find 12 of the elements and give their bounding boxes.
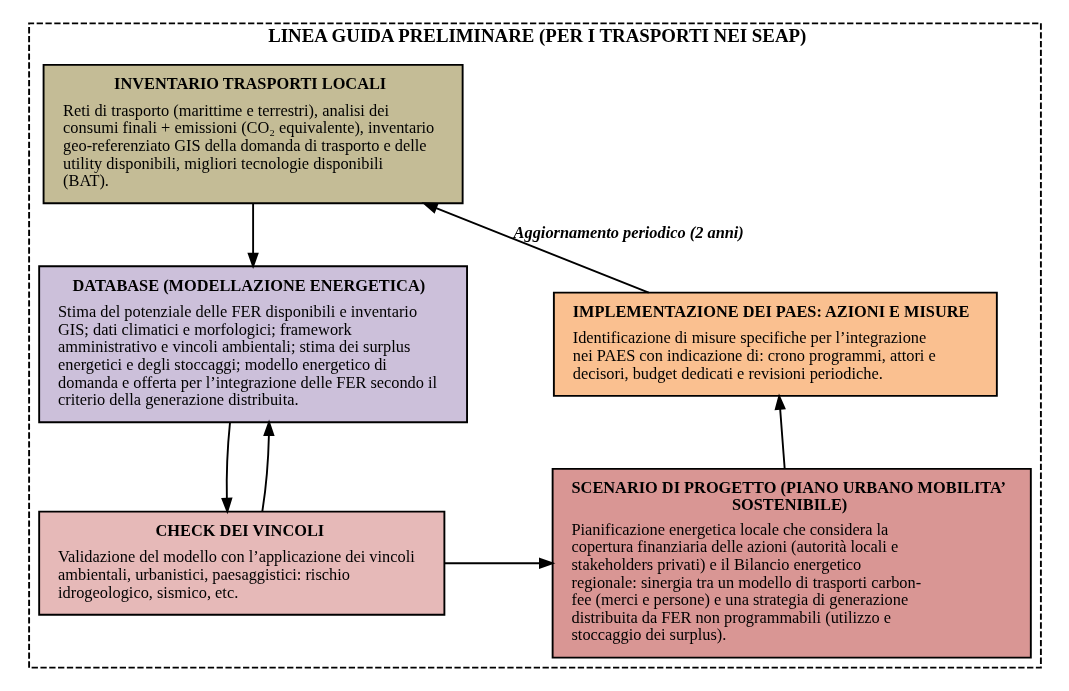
arrow <box>420 202 650 294</box>
arrow <box>246 202 259 270</box>
node-box: CHECK DEI VINCOLI Validazione del modello con l’applicazione dei vincoli ambientali, urbanistici, paesaggistici: rischio idrogeologico, sismico, etc. <box>37 510 445 616</box>
arrow <box>774 393 786 470</box>
node-box: DATABASE (MODELLAZIONE ENERGETICA) Stima del potenziale delle FER disponibili e inventario GIS; dati climatici e morfologici; framework amministrativo e vincoli ambientali; stima dei surplus energetici e degli stoccaggi; modello energetico di domanda e offerta per l’integrazione delle FER secondo il criterio della generazione distribuita. <box>37 265 468 424</box>
arrow <box>220 421 233 515</box>
node-box: IMPLEMENTAZIONE DEI PAES: AZIONI E MISURE Identificazione di misure specifiche per l’integrazione nei PAES con indicazione di: crono programmi, attori e decisori, budget dedicati e revisioni periodiche. <box>552 291 998 397</box>
arrow <box>443 557 555 569</box>
node-box: INVENTARIO TRASPORTI LOCALI Reti di trasporto (marittime e terrestri), analisi dei consumi finali + emissioni (CO₂ equivalente), inventario geo-referenziato GIS della domanda di trasporto e delle utility disponibili, migliori tecnologie disponibili (BAT). <box>42 63 464 205</box>
edge-label: Aggiornamento periodico (2 anni) <box>513 222 744 242</box>
node-box: SCENARIO DI PROGETTO (PIANO URBANO MOBILITA’ SOSTENIBILE) Pianificazione energetica locale che considera la copertura finanziaria delle azioni (autorità locali e stakeholders privati) e il Bilancio energetico regionale: sinergia tra un modello di trasporti carbon-fee (merci e persone) e una strategia di generazione distribuita da FER non programmabili (utilizzo e stoccaggio dei surplus). <box>551 467 1032 659</box>
arrow <box>260 419 275 513</box>
